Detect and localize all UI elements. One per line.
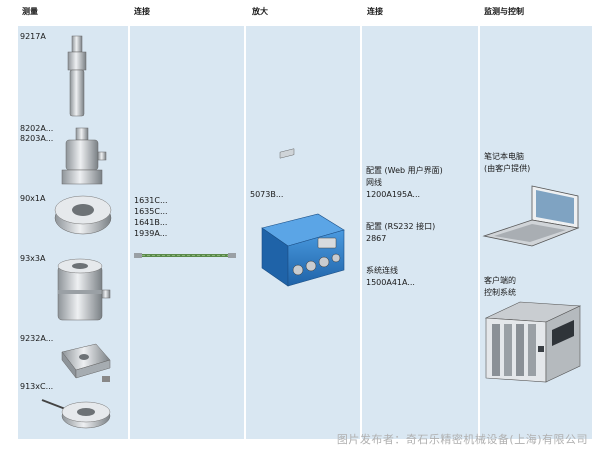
laptop-image [482, 185, 580, 247]
label-93x3a: 93x3A [20, 254, 46, 263]
label-8202a: 8202A... [20, 124, 54, 133]
header-measure: 测量 [22, 7, 38, 16]
laptop-label: 笔记本电脑 [484, 152, 524, 161]
sensor-93x3a-image [57, 258, 111, 321]
header-amplify: 放大 [252, 7, 268, 16]
client-label: 客户端的 [484, 276, 516, 285]
header-monitor: 监测与控制 [484, 7, 524, 16]
cable-label-1641b: 1641B... [134, 218, 168, 227]
cable-label-1631c: 1631C... [134, 196, 168, 205]
header-connect: 连接 [134, 7, 150, 16]
system-part-label: 1500A41A... [366, 278, 415, 287]
connection-column [362, 26, 478, 439]
sensor-90x1a-image [54, 195, 112, 235]
label-8203a: 8203A... [20, 134, 54, 143]
label-90x1a: 90x1A [20, 194, 46, 203]
cable-label-1635c: 1635C... [134, 207, 168, 216]
rs232-part-label: 2867 [366, 234, 387, 243]
web-config-label: 配置 (Web 用户界面) [366, 166, 443, 175]
sensor-9232a-image [61, 343, 111, 382]
cable-column [130, 26, 244, 439]
label-9217a: 9217A [20, 32, 46, 41]
rs232-config-label: 配置 (RS232 接口) [366, 222, 436, 231]
sensor-913xc-image [41, 399, 111, 429]
web-part-label: 1200A195A... [366, 190, 421, 199]
sensor-9217a-image [67, 35, 87, 117]
control-system-image [484, 301, 582, 383]
amplifier-5073b-image [261, 148, 345, 287]
publisher-watermark: 图片发布者：奇石乐精密机械设备(上海)有限公司 [336, 433, 588, 446]
label-913xc: 913xC... [20, 382, 54, 391]
amplifier-label: 5073B... [250, 190, 284, 199]
system-cable-label: 系统连线 [366, 266, 398, 275]
cable-image [134, 253, 236, 258]
web-cable-label: 网线 [366, 178, 382, 187]
header-connect-2: 连接 [367, 7, 383, 16]
laptop-note-label: (由客户提供) [484, 164, 531, 173]
sensor-8202a-image [61, 127, 107, 185]
cable-label-1939a: 1939A... [134, 229, 168, 238]
label-9232a: 9232A... [20, 334, 54, 343]
control-system-label: 控制系统 [484, 288, 516, 297]
